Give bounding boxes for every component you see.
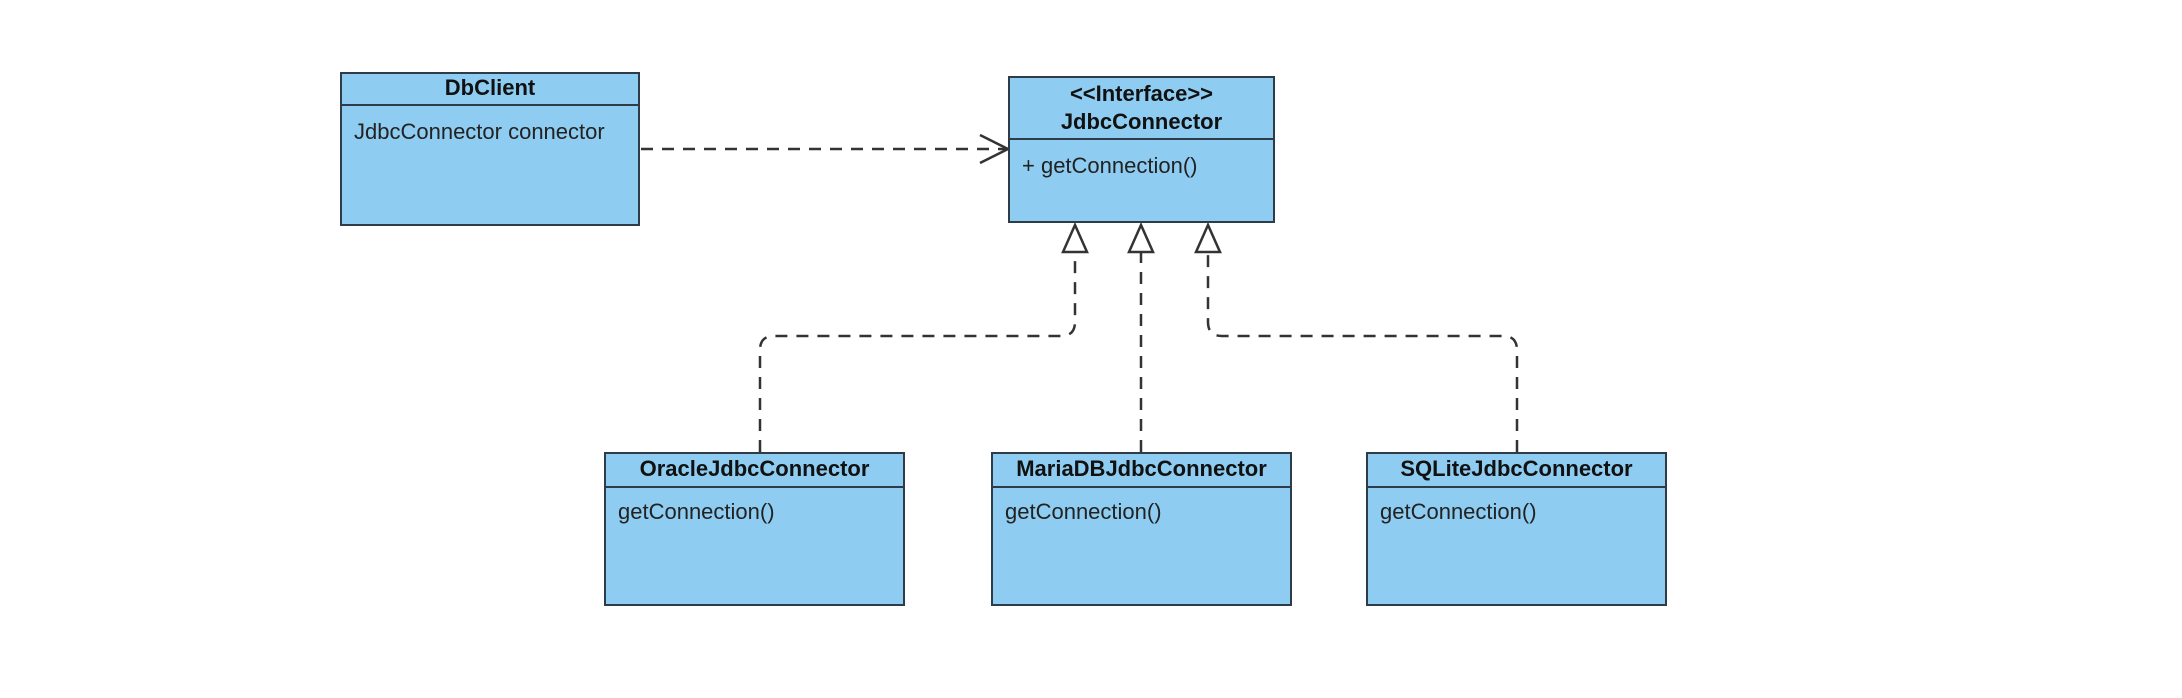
class-header: DbClient bbox=[342, 74, 638, 106]
class-members: getConnection() bbox=[1368, 488, 1665, 534]
class-dbclient[interactable]: DbClient JdbcConnector connector bbox=[340, 72, 640, 226]
class-member: getConnection() bbox=[1005, 499, 1162, 524]
class-header: <<Interface>> JdbcConnector bbox=[1010, 78, 1273, 140]
interface-jdbcconnector[interactable]: <<Interface>> JdbcConnector + getConnect… bbox=[1008, 76, 1275, 223]
class-member: getConnection() bbox=[1380, 499, 1537, 524]
class-members: + getConnection() bbox=[1010, 140, 1273, 188]
realization-arrowhead-oracle bbox=[1061, 221, 1089, 254]
class-header: MariaDBJdbcConnector bbox=[993, 454, 1290, 488]
class-member: JdbcConnector connector bbox=[354, 119, 605, 144]
class-name: JdbcConnector bbox=[1060, 109, 1223, 134]
class-mariadbjdbcconnector[interactable]: MariaDBJdbcConnector getConnection() bbox=[991, 452, 1292, 606]
class-members: getConnection() bbox=[606, 488, 903, 534]
class-member: + getConnection() bbox=[1022, 153, 1198, 178]
class-members: JdbcConnector connector bbox=[342, 106, 638, 154]
realization-line-sqlite bbox=[1206, 252, 1519, 452]
class-member: getConnection() bbox=[618, 499, 775, 524]
class-name: SQLiteJdbcConnector bbox=[1400, 456, 1633, 481]
class-sqlitejdbcconnector[interactable]: SQLiteJdbcConnector getConnection() bbox=[1366, 452, 1667, 606]
class-header: SQLiteJdbcConnector bbox=[1368, 454, 1665, 488]
realization-arrowhead-sqlite bbox=[1194, 221, 1222, 254]
class-name: MariaDBJdbcConnector bbox=[1016, 456, 1267, 481]
class-name: OracleJdbcConnector bbox=[639, 456, 870, 481]
class-name: DbClient bbox=[444, 75, 536, 100]
class-members: getConnection() bbox=[993, 488, 1290, 534]
class-header: OracleJdbcConnector bbox=[606, 454, 903, 488]
realization-line-oracle bbox=[758, 252, 1077, 452]
class-oraclejdbcconnector[interactable]: OracleJdbcConnector getConnection() bbox=[604, 452, 905, 606]
stereotype-label: <<Interface>> bbox=[1069, 81, 1214, 106]
realization-arrowhead-mariadb bbox=[1127, 221, 1155, 254]
